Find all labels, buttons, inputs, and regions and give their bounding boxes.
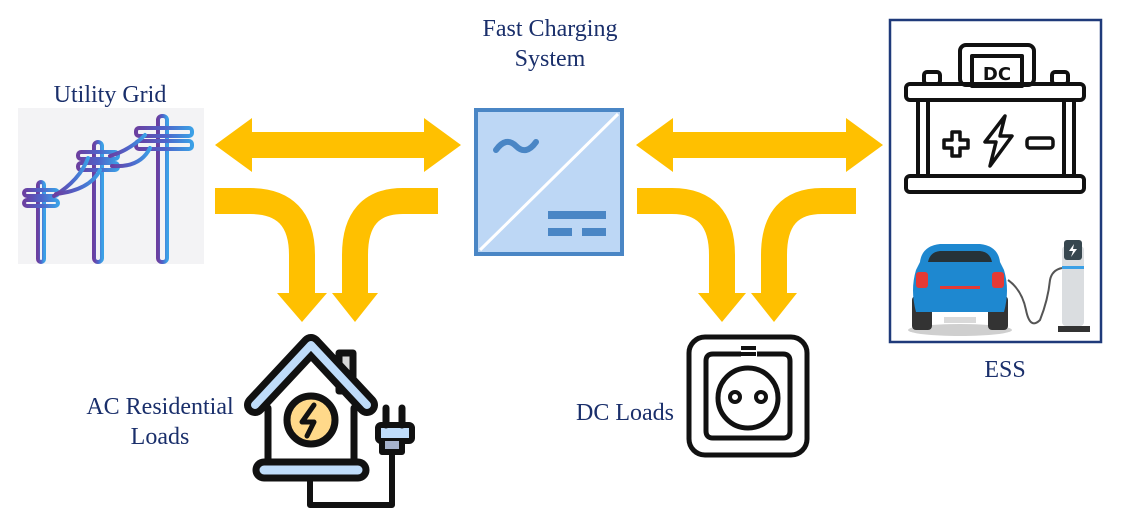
arrow-grid-to-ac-loads: [215, 188, 315, 295]
battery-icon: [904, 43, 1086, 194]
fast-charging-label-line1: Fast Charging: [482, 16, 618, 42]
ac-dc-converter-icon: [474, 108, 624, 256]
ev-charger-icon: [908, 240, 1090, 336]
ess-label: ESS: [984, 357, 1026, 383]
branch-arrows: [215, 188, 856, 295]
ac-loads-label: AC Residential Loads: [60, 392, 260, 452]
arrow-converter-ess: [636, 118, 883, 172]
ac-loads-label-line1: AC Residential: [86, 394, 234, 420]
fast-charging-label-line2: System: [514, 46, 586, 72]
dc-loads-label: DC Loads: [576, 400, 674, 426]
socket-icon: [686, 334, 810, 458]
arrow-grid-converter: [215, 118, 461, 172]
arrowhead-converter-to-ac-loads: [332, 293, 378, 322]
power-poles-icon: [18, 108, 204, 264]
utility-grid-label: Utility Grid: [53, 82, 167, 108]
ac-loads-label-line2: Loads: [130, 424, 190, 450]
flow-arrows: [215, 118, 883, 172]
arrowhead-ess-to-dc-loads: [751, 293, 797, 322]
arrow-ess-to-dc-loads: [761, 188, 856, 295]
house-plug-icon: [244, 334, 415, 508]
arrow-converter-to-dc-loads: [637, 188, 735, 295]
arrow-converter-to-ac-loads: [342, 188, 438, 295]
fast-charging-label: Fast Charging System: [440, 14, 660, 74]
arrowhead-converter-to-dc-loads: [698, 293, 746, 322]
battery-dc-text: DC: [983, 64, 1011, 85]
arrowhead-grid-to-ac-loads: [277, 293, 327, 322]
